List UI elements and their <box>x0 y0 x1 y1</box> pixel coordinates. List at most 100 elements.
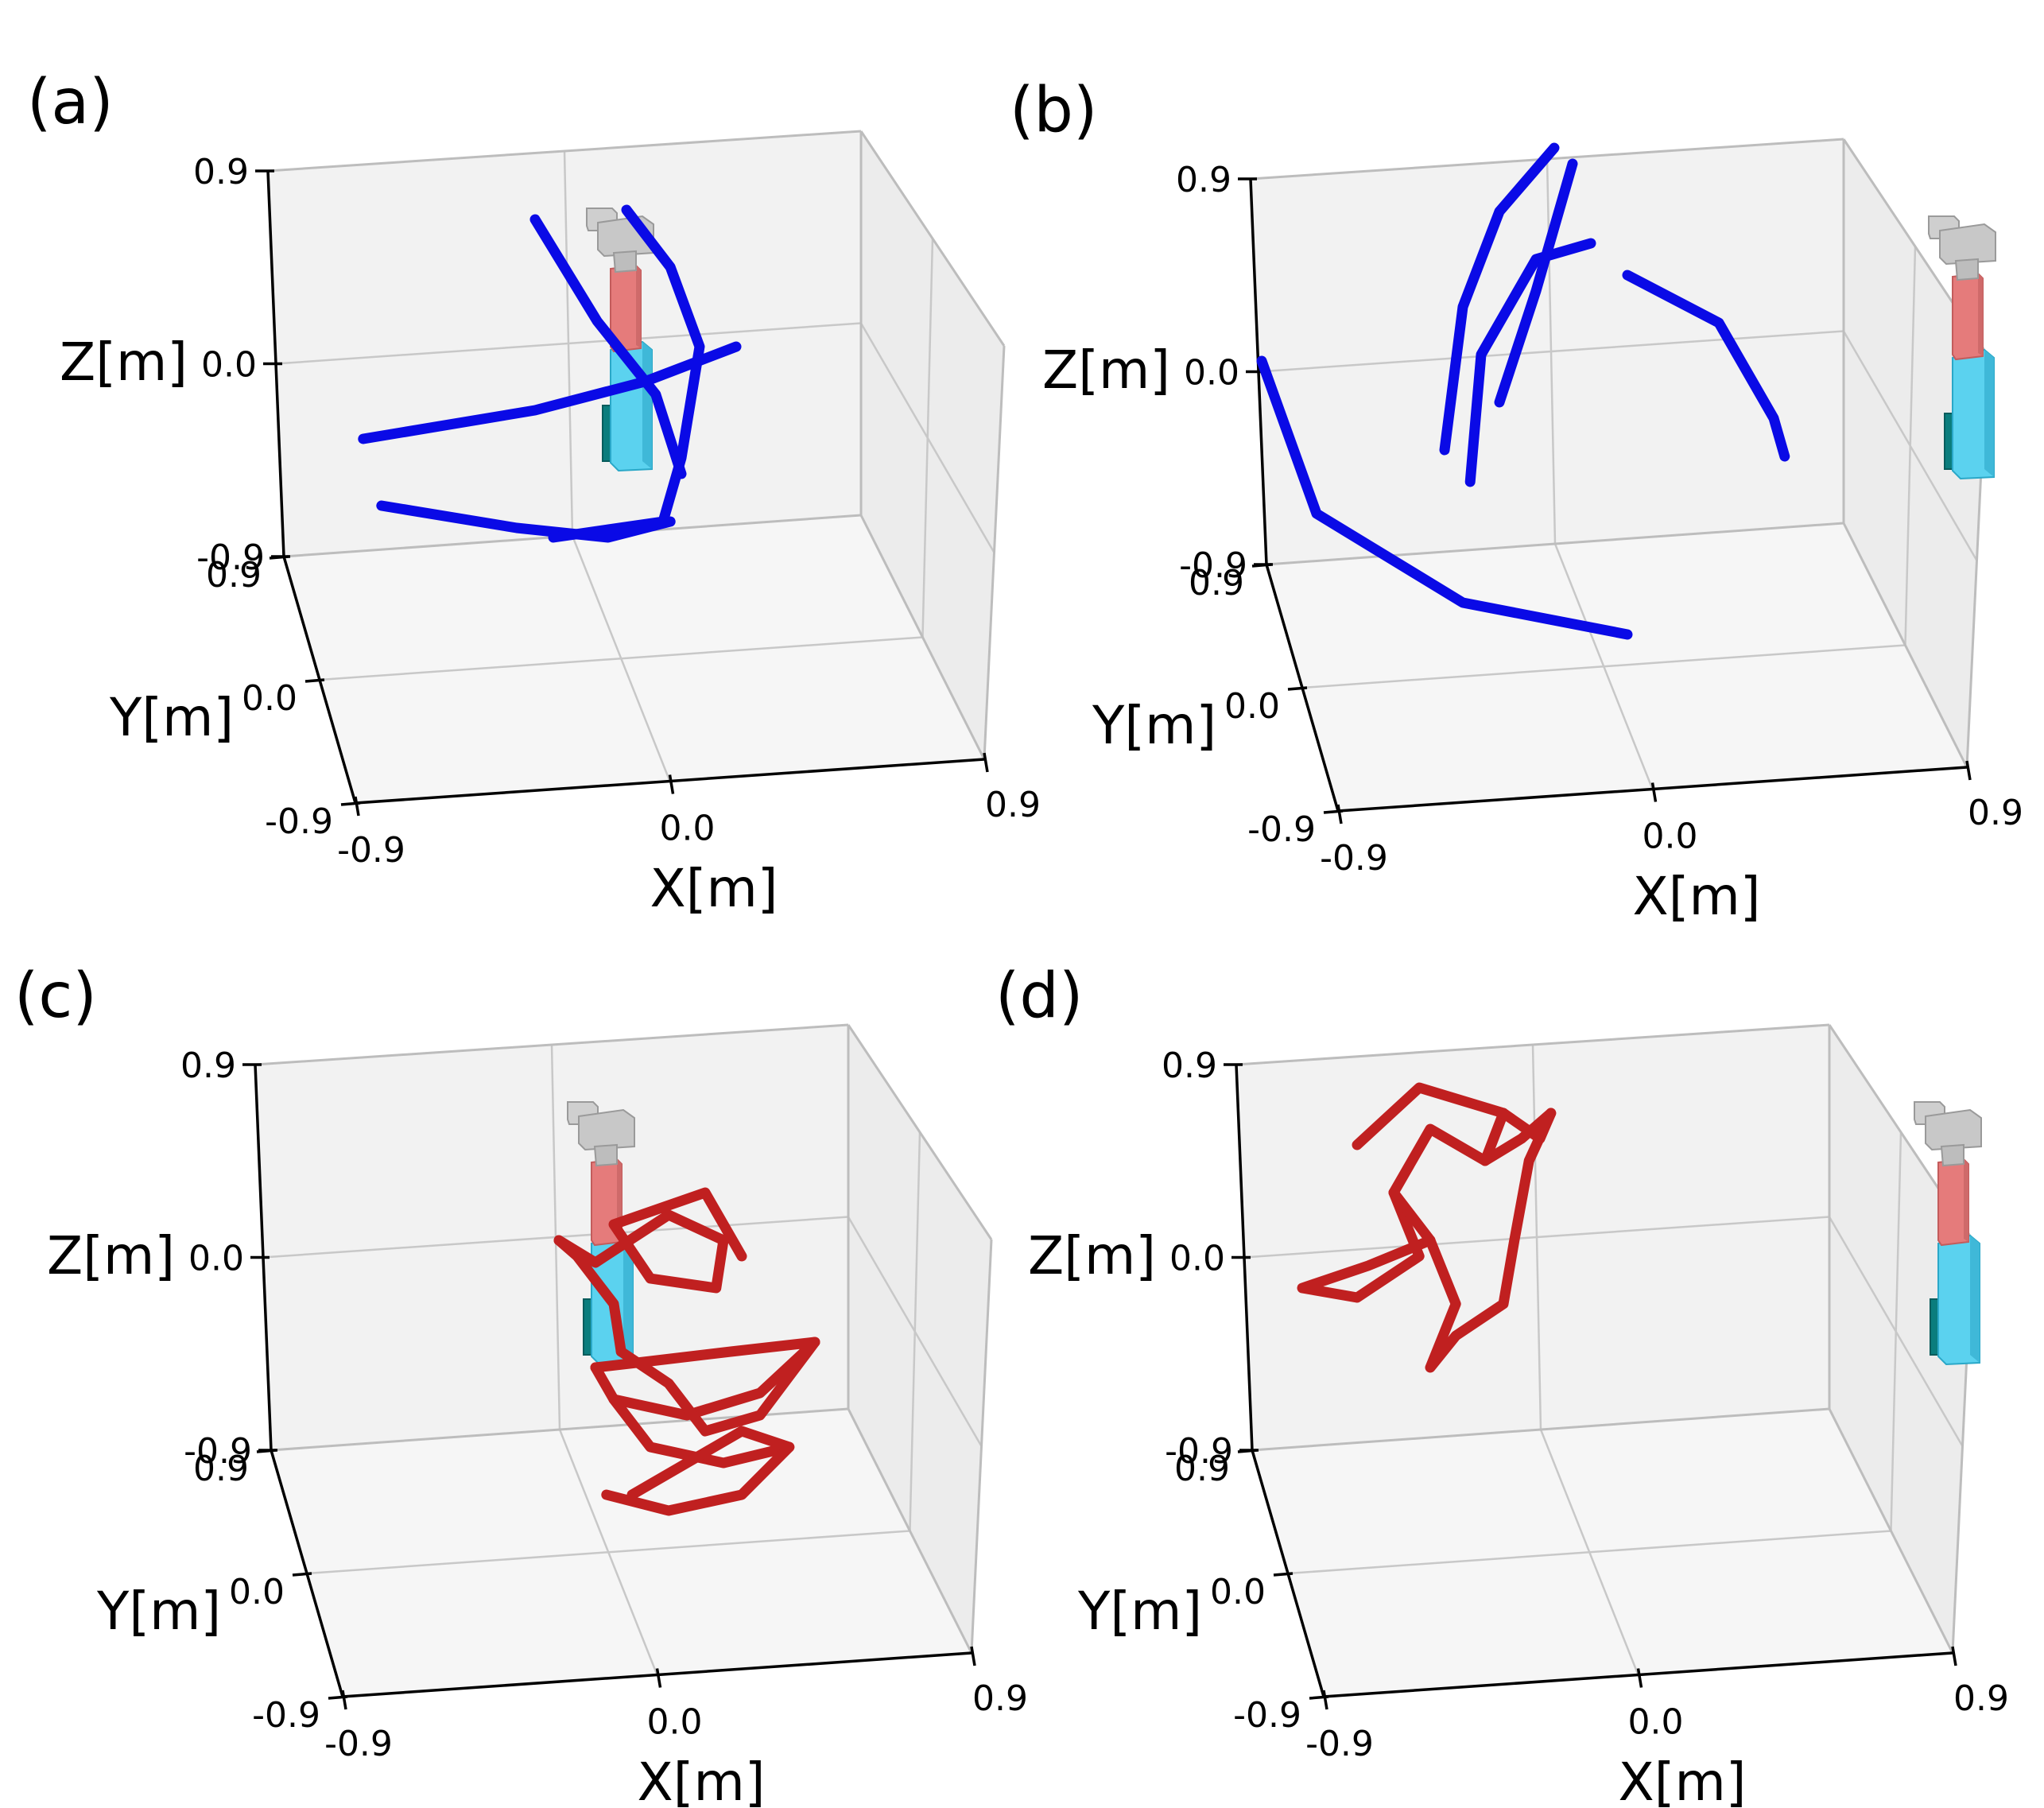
trajectory-line <box>553 1187 747 1294</box>
x-tick-mark <box>655 1668 662 1688</box>
x-tick-mark <box>1650 782 1658 802</box>
y-axis-label: Y[m] <box>96 1581 221 1642</box>
x-axis-label: X[m] <box>1632 866 1760 927</box>
grid-line <box>1828 1216 1964 1447</box>
x-tick-label: 0.9 <box>1953 1678 2009 1719</box>
x-tick-mark <box>1951 1646 1957 1666</box>
pane-edge <box>1842 522 1968 768</box>
robot-body-side <box>1984 350 1994 477</box>
robot-neck <box>1940 1143 1964 1167</box>
plot-panel: -0.90.00.9-0.90.00.9-0.90.00.9Z[m]Y[m]X[… <box>14 960 1028 1808</box>
floor-pane <box>284 515 984 803</box>
grid-line <box>859 322 995 553</box>
pane-edge <box>254 1023 849 1066</box>
trajectory-line <box>358 341 742 444</box>
y-tick-label: 0.9 <box>193 1449 249 1489</box>
x-axis-label: X[m] <box>637 1752 765 1808</box>
x-axis-label: X[m] <box>650 858 778 919</box>
z-axis-label: Z[m] <box>1042 339 1170 401</box>
x-tick-mark <box>1636 1668 1643 1688</box>
trajectory-line <box>590 1362 795 1469</box>
x-tick-label: 0.9 <box>985 785 1041 825</box>
panel-label: (a) <box>27 67 114 138</box>
pane-edge <box>1251 1407 1830 1452</box>
grid-line <box>1258 330 1844 373</box>
trajectory-line <box>1439 142 1560 456</box>
y-axis-label: Y[m] <box>1077 1581 1202 1642</box>
robot-head <box>1925 1108 1982 1151</box>
z-tick-label: 0.9 <box>1176 160 1231 200</box>
y-tick-label: 0.9 <box>206 555 262 596</box>
floor-pane <box>1252 1409 1953 1697</box>
trajectory-line <box>1256 355 1633 640</box>
robot-arm-side <box>1978 274 1983 356</box>
x-tick-label: 0.0 <box>660 809 716 849</box>
robot-neck <box>1954 258 1979 281</box>
x-tick-label: 0.0 <box>647 1702 703 1743</box>
pane-edge <box>859 514 986 760</box>
pane-edge <box>859 130 1006 347</box>
y-tick-mark <box>1273 1572 1293 1577</box>
z-tick-label: 0.0 <box>1169 1239 1225 1279</box>
robot-neck <box>612 250 637 274</box>
x-tick-label: 0.9 <box>972 1678 1028 1719</box>
z-tick-label: -0.9 <box>196 537 265 578</box>
pane-edge <box>970 1239 993 1654</box>
x-tick-label: 0.0 <box>1628 1702 1684 1743</box>
z-tick-label: -0.9 <box>184 1431 252 1472</box>
y-tick-mark <box>269 555 289 560</box>
panel-label: (d) <box>995 960 1083 1032</box>
z-tick-label: 0.9 <box>193 152 249 192</box>
z-tick-label: -0.9 <box>1179 545 1247 586</box>
x-axis-label: X[m] <box>1618 1752 1746 1808</box>
y-tick-label: -0.9 <box>1233 1695 1301 1736</box>
trajectory-line <box>1494 158 1578 408</box>
y-tick-label: -0.9 <box>1247 809 1316 850</box>
robot-neck <box>593 1143 618 1167</box>
robot-arm-side <box>1964 1159 1968 1242</box>
y-tick-mark <box>304 678 325 683</box>
floor-pane <box>1266 523 1967 811</box>
x-tick-mark <box>1322 1690 1328 1710</box>
x-tick-label: 0.9 <box>1968 793 2023 833</box>
trajectory-line <box>1622 270 1790 462</box>
z-axis-label: Z[m] <box>1028 1225 1156 1286</box>
y-axis-label: Y[m] <box>1092 695 1216 756</box>
z-tick-label: 0.0 <box>1184 353 1239 394</box>
y-axis-label: Y[m] <box>109 687 234 748</box>
grid-line <box>1842 330 1978 561</box>
pane-edge <box>1235 1023 1830 1066</box>
x-tick-mark <box>341 1690 347 1710</box>
robot-body-side <box>623 1236 633 1363</box>
z-tick-label: 0.0 <box>188 1239 244 1279</box>
x-tick-label: -0.9 <box>337 830 405 871</box>
trajectory-line <box>1480 1108 1557 1166</box>
x-tick-mark <box>983 752 989 773</box>
z-axis-label: Z[m] <box>60 332 188 393</box>
pane-edge <box>847 1024 993 1240</box>
x-tick-mark <box>1336 804 1343 824</box>
robot-arm-side <box>636 266 641 348</box>
y-tick-label: 0.0 <box>242 678 297 719</box>
robot-body-side <box>642 342 652 469</box>
trajectory-line <box>601 1426 795 1516</box>
trajectory-line <box>548 204 705 543</box>
y-tick-label: -0.9 <box>265 801 333 842</box>
grid-line <box>306 1530 910 1575</box>
z-tick-label: 0.9 <box>180 1046 236 1086</box>
grid-line <box>275 322 862 365</box>
robot-model <box>1928 215 1996 480</box>
pane-edge <box>267 130 862 173</box>
trajectory-line <box>553 1235 626 1357</box>
x-tick-label: -0.9 <box>1305 1724 1374 1764</box>
z-tick-label: -0.9 <box>1165 1431 1233 1472</box>
pane-edge <box>983 345 1006 760</box>
y-tick-label: 0.0 <box>1224 686 1280 727</box>
plot-panel: -0.90.00.9-0.90.00.9-0.90.00.9Z[m]Y[m]X[… <box>1010 75 2023 927</box>
y-tick-mark <box>1251 563 1272 568</box>
y-tick-mark <box>1287 686 1308 691</box>
z-tick-label: 0.9 <box>1162 1046 1217 1086</box>
grid-line <box>1243 1216 1830 1259</box>
x-tick-mark <box>1965 760 1972 781</box>
